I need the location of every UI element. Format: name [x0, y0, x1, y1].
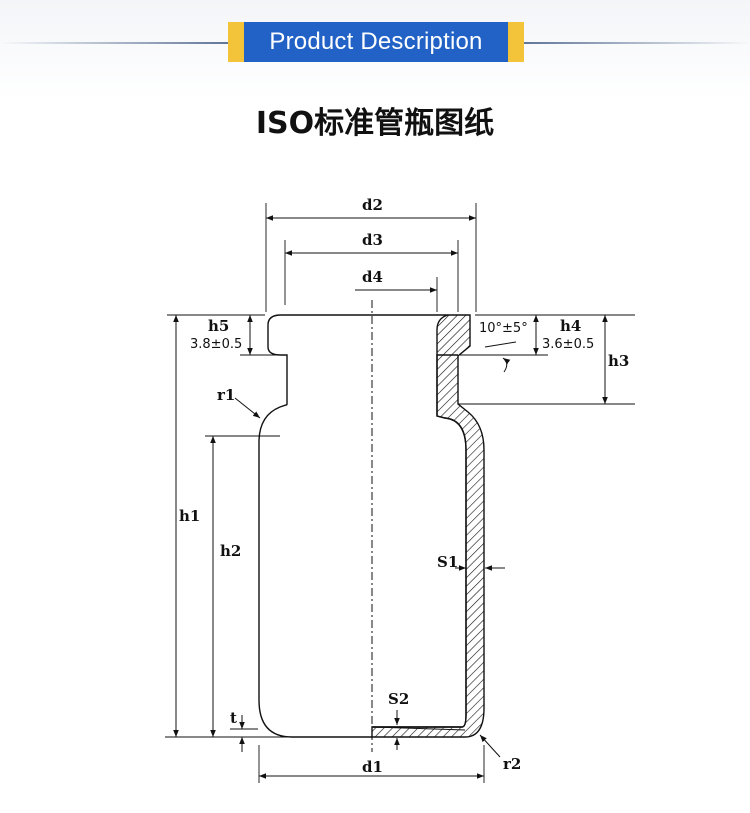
extension-lines [165, 203, 635, 783]
label-d2: d2 [362, 196, 383, 214]
label-d3: d3 [362, 231, 383, 249]
banner-rule-left [0, 42, 230, 44]
header-banner: Product Description [0, 0, 750, 100]
label-h3: h3 [608, 352, 629, 370]
label-d4: d4 [362, 268, 383, 286]
base-thickness-line [371, 726, 466, 731]
banner-accent-left [228, 22, 244, 62]
vial-outline [258, 314, 467, 738]
value-h4: 3.6±0.5 [542, 337, 594, 352]
label-t: t [230, 709, 237, 727]
dimension-lines [173, 215, 608, 779]
vial-wall-section [371, 314, 485, 738]
label-h1: h1 [179, 507, 200, 525]
label-h2: h2 [220, 542, 241, 560]
label-r1: r1 [217, 386, 235, 404]
label-s1: S1 [437, 553, 458, 571]
banner-title: Product Description [269, 28, 483, 55]
label-d1: d1 [362, 758, 383, 776]
banner-accent-right [508, 22, 524, 62]
banner-title-box: Product Description [228, 22, 524, 62]
label-h4: h4 [560, 317, 581, 335]
label-r2: r2 [503, 755, 521, 773]
banner-rule-right [522, 42, 750, 44]
value-h5: 3.8±0.5 [190, 337, 242, 352]
label-s2: S2 [388, 690, 409, 708]
value-angle: 10°±5° [479, 321, 528, 336]
label-h5: h5 [208, 317, 229, 335]
page-heading: ISO标准管瓶图纸 [255, 106, 495, 141]
